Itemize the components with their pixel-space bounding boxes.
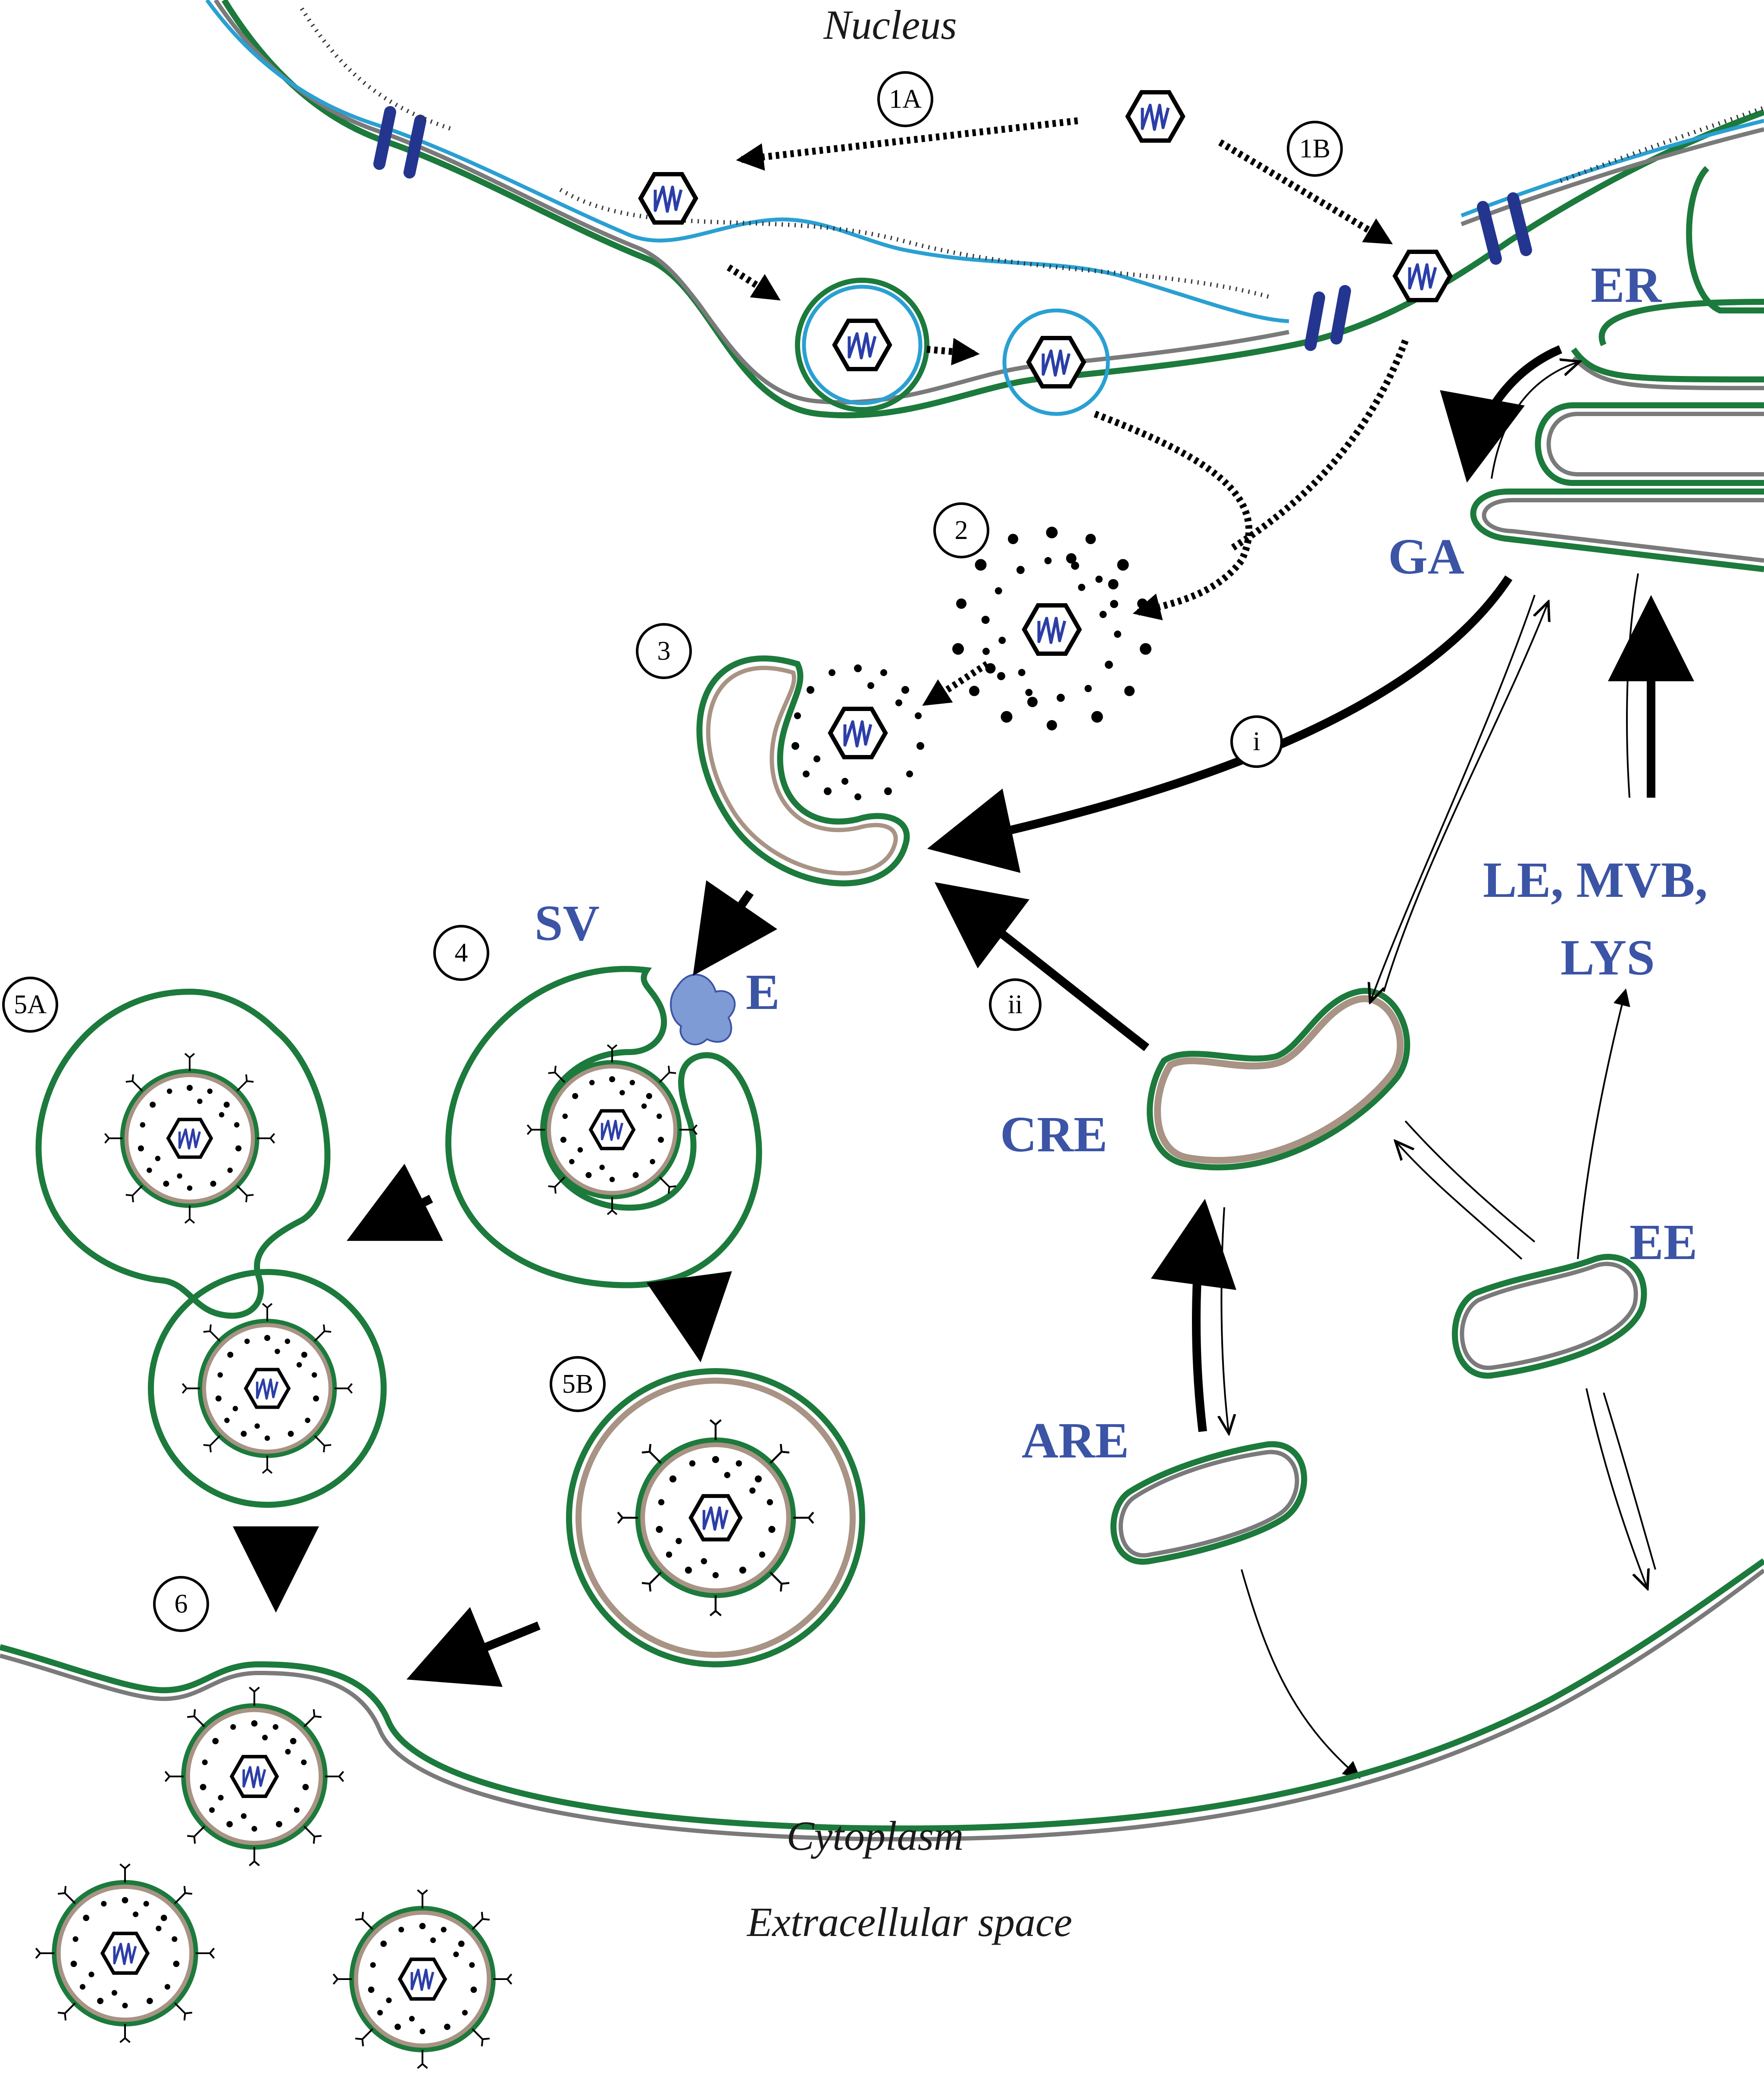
extracellular-space-label: Extracellular space	[746, 1899, 1072, 1945]
svg-text:5B: 5B	[562, 1369, 593, 1399]
step-4: 4	[433, 925, 489, 981]
sv-label: SV	[535, 895, 600, 951]
arrow-4-to-5b	[646, 1271, 732, 1363]
step-3: 3	[636, 623, 692, 679]
step-5b-vesicle	[566, 1368, 865, 1667]
released-virion	[36, 1864, 214, 2042]
arrow-ga-to-le	[1626, 573, 1639, 798]
arrow-are-to-cre	[1151, 1199, 1237, 1432]
step-5a: 5A	[2, 977, 58, 1033]
arrow-are-to-pm	[1241, 1569, 1361, 1779]
er-label: ER	[1591, 257, 1662, 313]
arrow-pore-to-cytoplasm	[1231, 339, 1409, 551]
released-virion	[333, 1890, 511, 2068]
svg-text:i: i	[1253, 727, 1260, 756]
arrow-er-to-ga	[1440, 345, 1562, 483]
le-mvb-lys-label-line2: LYS	[1561, 929, 1655, 986]
svg-text:5A: 5A	[14, 990, 47, 1019]
step-5a-vesicle-bottom	[148, 1269, 387, 1508]
ga-label: GA	[1388, 528, 1464, 585]
compartment-cre	[1147, 988, 1411, 1171]
perinuclear-virion	[795, 278, 929, 412]
step-5a-vesicle-top	[35, 988, 331, 1319]
e-protein-scission	[670, 974, 736, 1046]
released-virion	[165, 1687, 343, 1865]
are-label: ARE	[1022, 1412, 1129, 1469]
nuclear-pore	[1477, 192, 1532, 265]
step-1a: 1A	[877, 71, 933, 127]
arrow-1b	[1218, 139, 1393, 244]
ee-label: EE	[1630, 1214, 1697, 1270]
svg-text:1B: 1B	[1299, 134, 1330, 163]
svg-text:2: 2	[955, 516, 968, 545]
nuclear-envelope	[205, 0, 1764, 419]
arrow-1a	[736, 117, 1078, 171]
compartment-ee	[1451, 1254, 1647, 1379]
nuclear-capsid	[641, 174, 696, 222]
compartment-are	[1110, 1441, 1307, 1565]
arrow-ee-to-le	[1577, 988, 1630, 1259]
step-6: 6	[153, 1576, 209, 1632]
golgi-cisterna	[1535, 402, 1764, 486]
le-mvb-lys-label-line1: LE, MVB,	[1483, 852, 1708, 908]
arrow-ii-cre-to-wrapping	[935, 882, 1150, 1051]
arrow-envelopment	[726, 264, 781, 301]
arrow-4-to-5a	[347, 1164, 443, 1241]
nuclear-pore	[373, 106, 426, 179]
arrow-deenvelopment	[926, 338, 980, 366]
arrow-i-ga-to-wrapping	[927, 575, 1513, 873]
endoplasmic-reticulum	[1571, 166, 1764, 390]
cytoplasm-label: Cytoplasm	[787, 1813, 964, 1859]
arrow-ga-to-cre	[1371, 595, 1536, 1000]
arrow-cre-to-ga	[1383, 604, 1548, 992]
perinuclear-virion	[1002, 308, 1110, 416]
step-3-wrapping-membrane	[696, 655, 924, 887]
svg-text:6: 6	[175, 1589, 188, 1619]
nucleus-label: Nucleus	[823, 2, 957, 48]
plasma-membrane	[0, 1558, 1764, 1842]
arrow-5b-to-6	[406, 1607, 541, 1687]
arrow-3-to-4	[693, 880, 778, 976]
cre-label: CRE	[1000, 1106, 1107, 1162]
arrow-cre-to-are	[1221, 1207, 1229, 1432]
svg-text:3: 3	[657, 636, 671, 666]
arrow-ee-to-pm	[1586, 1388, 1647, 1587]
step-5b: 5B	[550, 1356, 606, 1412]
step-ii: ii	[989, 978, 1042, 1031]
svg-text:ii: ii	[1008, 990, 1023, 1019]
step-4-wrapping-virion	[445, 966, 762, 1288]
svg-text:1A: 1A	[889, 85, 922, 114]
e-label: E	[746, 964, 780, 1020]
arrow-ee-to-cre	[1397, 1143, 1523, 1260]
step-1b: 1B	[1287, 121, 1343, 177]
arrow-cre-to-ee	[1404, 1120, 1536, 1243]
step-2: 2	[933, 502, 989, 558]
arrow-2-to-3	[922, 661, 989, 706]
arrow-pm-to-ee	[1603, 1392, 1656, 1570]
cytoplasmic-capsid	[1395, 252, 1450, 300]
golgi-cisterna	[1470, 489, 1764, 572]
svg-text:4: 4	[455, 938, 468, 968]
step-2-tegumented-capsid	[952, 526, 1151, 730]
arrow-to-cytoplasm	[1094, 410, 1253, 620]
nuclear-capsid	[1128, 92, 1183, 141]
step-i: i	[1230, 715, 1283, 768]
nuclear-pore	[1304, 285, 1351, 351]
arrow-ga-to-er	[1491, 362, 1578, 479]
